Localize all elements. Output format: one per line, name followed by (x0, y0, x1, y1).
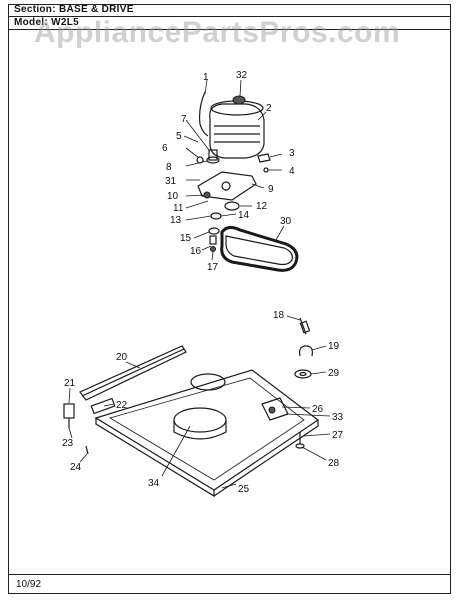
callout-20: 20 (116, 352, 128, 363)
callout-26: 26 (312, 404, 324, 415)
callout-14: 14 (238, 210, 250, 221)
callout-27: 27 (332, 430, 344, 441)
callout-34: 34 (148, 478, 160, 489)
callout-9: 9 (268, 184, 274, 195)
callout-24: 24 (70, 462, 82, 473)
callout-29: 29 (328, 368, 340, 379)
callout-25: 25 (238, 484, 250, 495)
callout-10: 10 (167, 191, 179, 202)
section-label: Section: (14, 4, 56, 15)
callout-33: 33 (332, 412, 344, 423)
section-line: Section: BASE & DRIVE (14, 4, 134, 15)
callout-16: 16 (190, 246, 202, 257)
header-divider (8, 16, 451, 17)
section-value: BASE & DRIVE (58, 4, 134, 15)
watermark: AppliancePartsPros.com (34, 16, 401, 49)
callout-labels: 1 32 2 3 4 5 6 7 8 31 9 10 11 12 13 14 1… (62, 70, 344, 495)
small-hardware-right (294, 317, 313, 379)
callout-28: 28 (328, 458, 340, 469)
callout-30: 30 (280, 216, 292, 227)
callout-21: 21 (64, 378, 76, 389)
callout-17: 17 (207, 262, 219, 273)
drive-belt (220, 225, 299, 272)
base-plate (63, 345, 320, 498)
model-line: Model: W2L5 (14, 17, 79, 28)
callout-23: 23 (62, 438, 74, 449)
model-value: W2L5 (51, 17, 79, 28)
callout-18: 18 (273, 310, 285, 321)
callout-2: 2 (266, 103, 272, 114)
callout-3: 3 (289, 148, 295, 159)
callout-8: 8 (166, 162, 172, 173)
header-divider (8, 29, 451, 30)
model-label: Model: (14, 17, 49, 28)
callout-1: 1 (203, 72, 209, 83)
footer-date: 10/92 (16, 579, 42, 590)
leader-lines (68, 79, 331, 489)
callout-15: 15 (180, 233, 192, 244)
callout-22: 22 (116, 400, 128, 411)
callout-31: 31 (165, 176, 177, 187)
callout-7: 7 (181, 114, 187, 125)
callout-19: 19 (328, 341, 340, 352)
callout-5: 5 (176, 131, 182, 142)
callout-32: 32 (236, 70, 248, 81)
motor-assembly (196, 91, 271, 252)
callout-6: 6 (162, 143, 168, 154)
callout-13: 13 (170, 215, 182, 226)
footer-divider (8, 574, 451, 575)
diagram-frame (8, 4, 451, 594)
callout-12: 12 (256, 201, 268, 212)
callout-4: 4 (289, 166, 295, 177)
callout-11: 11 (173, 203, 184, 214)
